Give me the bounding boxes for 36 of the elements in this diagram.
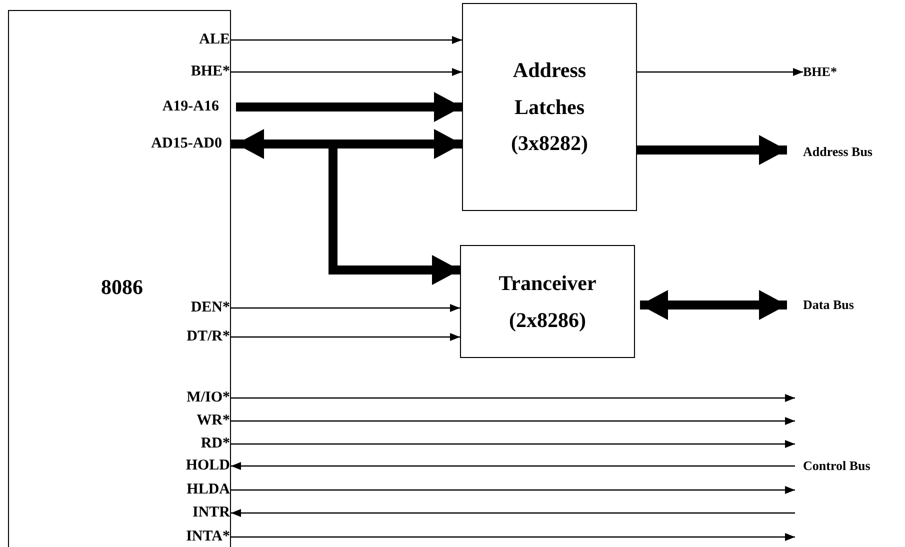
pin-name: HOLD	[186, 458, 230, 474]
signal-arrow	[231, 462, 795, 470]
processor-chip-box	[8, 10, 231, 547]
signal-arrow	[231, 304, 460, 312]
bus-name: Data Bus	[803, 297, 854, 313]
pin-name: ALE	[199, 32, 230, 48]
signal-arrow	[231, 417, 795, 425]
bus-arrow	[640, 290, 787, 320]
bus-arrow	[637, 135, 787, 165]
pin-name: WR*	[196, 414, 230, 428]
pin-name: AD15-AD0	[151, 136, 222, 152]
pin-name: HLDA	[186, 482, 230, 498]
pin-name: DEN*	[190, 300, 230, 316]
signal-arrow	[231, 68, 462, 76]
pin-name: M/IO*	[186, 390, 230, 406]
pin-name: A19-A16	[162, 100, 219, 114]
pin-name: RD*	[200, 436, 230, 452]
signal-arrow	[637, 68, 803, 76]
signal-arrow	[231, 509, 795, 517]
bus-name: Control Bus	[803, 458, 870, 474]
pin-name: BHE*	[190, 64, 230, 80]
chip-block: Address Latches (3x8282)	[462, 3, 637, 211]
pin-name: DT/R*	[186, 330, 230, 344]
signal-arrow	[231, 440, 795, 448]
bus-name: BHE*	[803, 64, 837, 80]
bus-name: Address Bus	[803, 144, 872, 160]
chip-block: Tranceiver (2x8286)	[460, 245, 635, 358]
signal-arrow	[231, 533, 795, 541]
pin-name: INTR	[192, 506, 230, 520]
signal-arrow	[231, 486, 795, 494]
signal-arrow	[231, 36, 462, 44]
signal-arrow	[231, 394, 795, 402]
pin-name: INTA*	[186, 530, 230, 544]
signal-arrow	[231, 333, 460, 341]
bus-arrow	[236, 92, 462, 122]
chip-name: 8086	[101, 275, 143, 300]
